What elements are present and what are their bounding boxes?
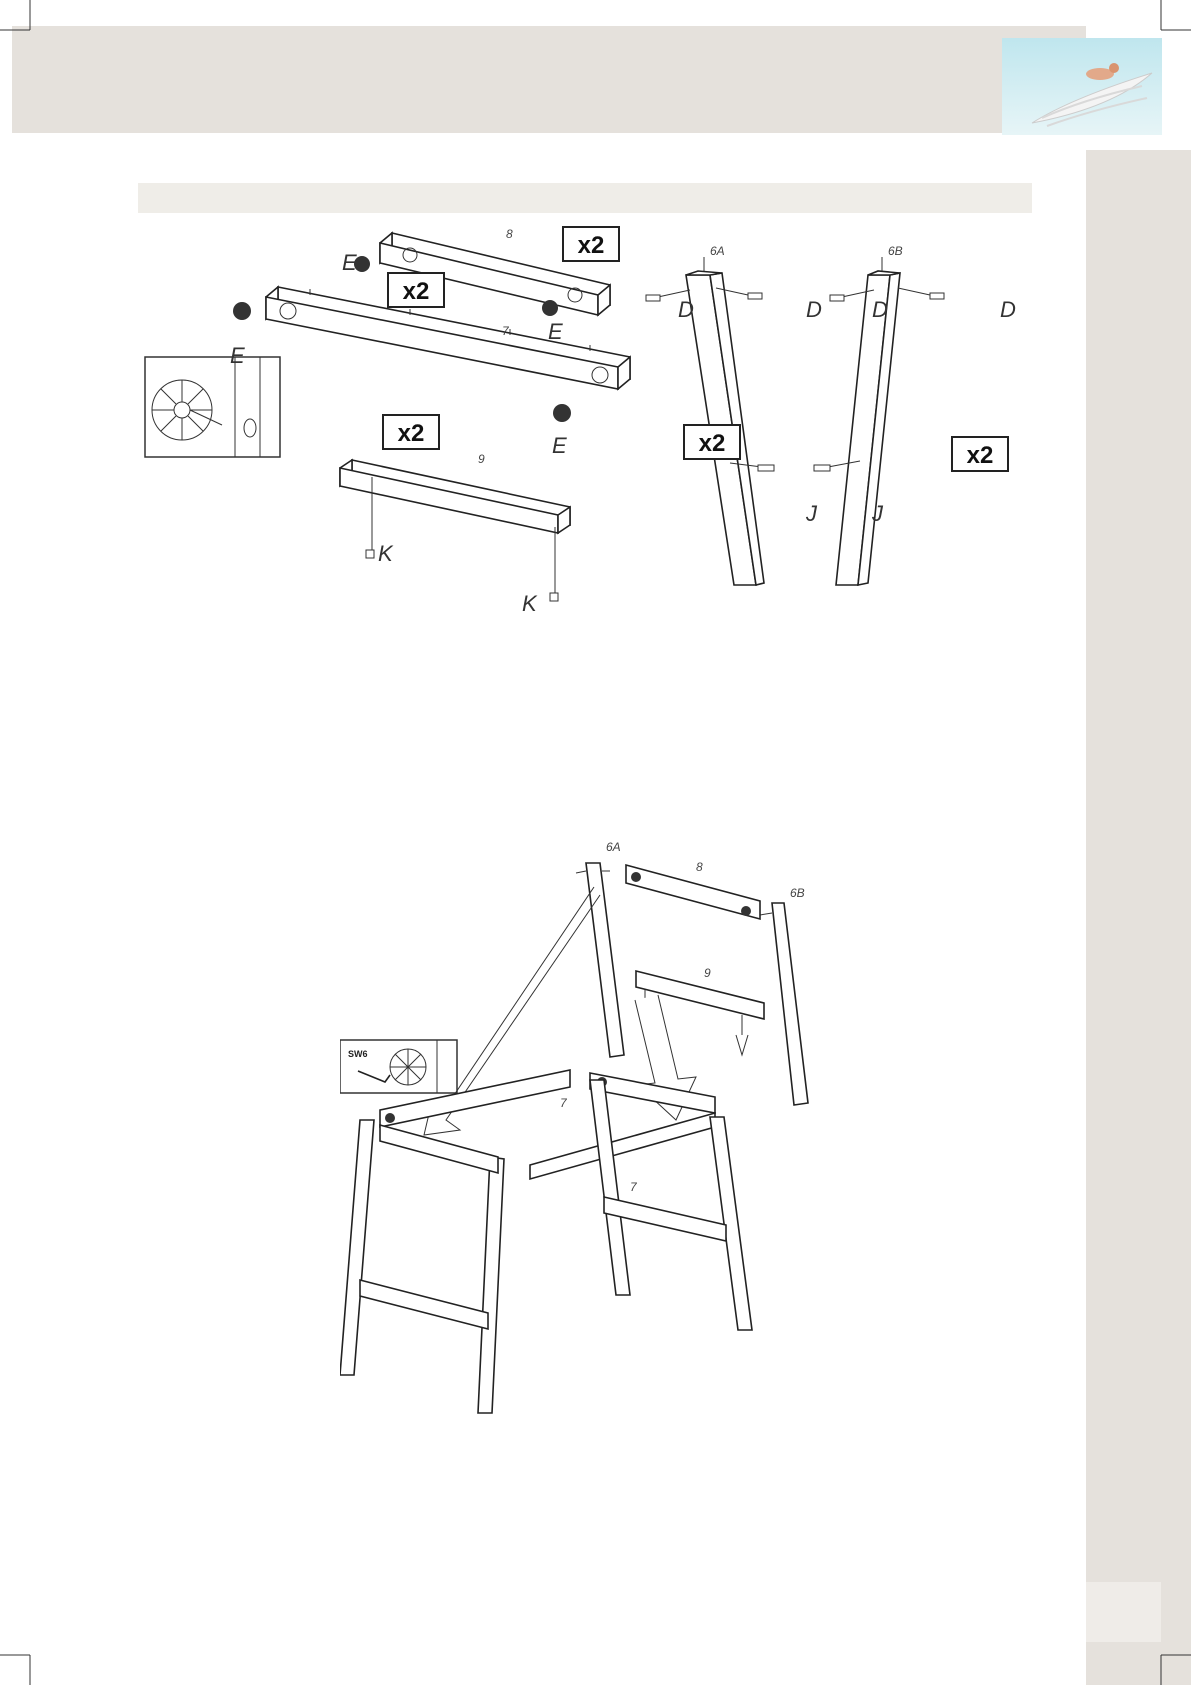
part-number-label: 6B bbox=[888, 244, 903, 258]
hardware-letter: E bbox=[342, 250, 357, 275]
part-number-label: 6A bbox=[606, 840, 621, 854]
leg-6A-drawing bbox=[646, 257, 774, 585]
quantity-box-leg-6B: x2 bbox=[952, 437, 1008, 471]
quantity-label: x2 bbox=[398, 420, 425, 447]
rail-8-upper bbox=[626, 865, 760, 919]
frame-rail-right bbox=[590, 1073, 715, 1113]
quantity-label: x2 bbox=[967, 442, 994, 469]
quantity-label: x2 bbox=[699, 430, 726, 457]
hardware-letter: D bbox=[806, 297, 822, 322]
quantity-box-leg-6A: x2 bbox=[684, 425, 740, 459]
quantity-box-rail-9: x2 bbox=[383, 415, 439, 449]
hardware-letter: E bbox=[552, 433, 567, 458]
hardware-letter: K bbox=[522, 591, 538, 616]
quantity-box-rail-8: x2 bbox=[563, 227, 619, 261]
frame-leg-front-middle bbox=[478, 1157, 504, 1413]
leg-6B-upper bbox=[760, 903, 808, 1105]
step1-parts-illustration: x2 x2 x2 x2 x2 8 7 9 6A 6B E E E E K K D… bbox=[130, 215, 1030, 635]
hardware-letter: J bbox=[871, 501, 884, 526]
part-number-label: 7 bbox=[630, 1180, 638, 1194]
part-number-label: 9 bbox=[478, 452, 485, 466]
part-number-label: 8 bbox=[696, 860, 703, 874]
part-number-label: 9 bbox=[704, 966, 711, 980]
hardware-letter: E bbox=[230, 343, 245, 368]
quantity-label: x2 bbox=[403, 278, 430, 305]
hardware-letter: D bbox=[872, 297, 888, 322]
hardware-letter: J bbox=[805, 501, 818, 526]
hardware-letter: D bbox=[1000, 297, 1016, 322]
rail-9-drawing bbox=[340, 460, 570, 601]
part-number-label: 6A bbox=[710, 244, 725, 258]
hardware-letter: E bbox=[548, 319, 563, 344]
quantity-box-rail-7: x2 bbox=[388, 273, 444, 307]
cam-lock-detail-inset bbox=[145, 357, 280, 457]
quantity-label: x2 bbox=[578, 232, 605, 259]
leg-6A-upper bbox=[576, 863, 624, 1057]
part-number-label: 6B bbox=[790, 886, 805, 900]
frame-leg-back-middle bbox=[590, 1080, 630, 1295]
hardware-letter: D bbox=[678, 297, 694, 322]
frame-side-panel-left bbox=[360, 1125, 498, 1329]
step2-frame-assembly-illustration: SW6 6A 8 6B 9 7 7 bbox=[340, 835, 820, 1415]
frame-leg-front-left bbox=[340, 1120, 374, 1375]
hardware-letter: K bbox=[378, 541, 394, 566]
frame-rail-front bbox=[530, 1113, 715, 1179]
tool-label: SW6 bbox=[348, 1049, 368, 1059]
part-number-label: 8 bbox=[506, 227, 513, 241]
part-number-label: 7 bbox=[560, 1096, 568, 1110]
hex-key-detail-inset: SW6 bbox=[340, 1040, 457, 1093]
